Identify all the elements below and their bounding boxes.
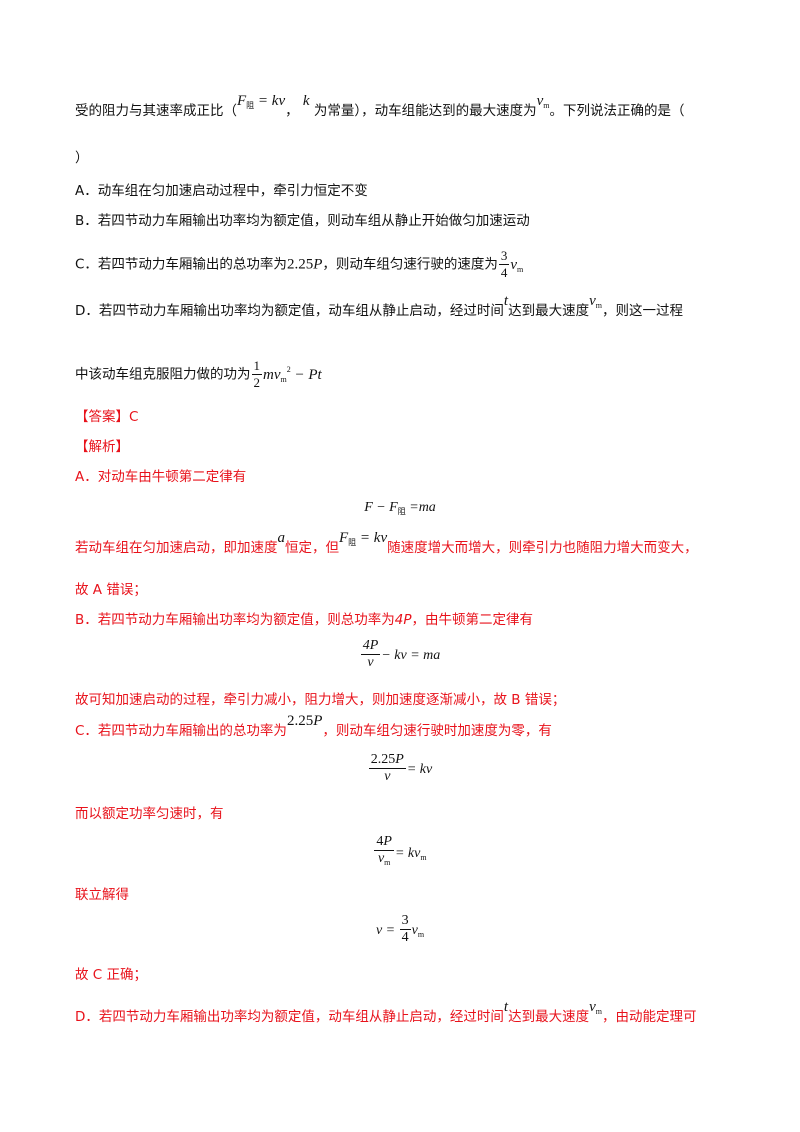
question-stem-line1: 受的阻力与其速率成正比（F阻 = kv， k 为常量），动车组能达到的最大速度为… — [75, 93, 685, 119]
formula-vm: vm — [589, 999, 602, 1016]
equation-newton-1: F − F阻 =ma — [364, 500, 436, 516]
formula-work: mvm2 − Pt — [263, 364, 322, 384]
formula-vm: vm — [589, 293, 602, 310]
question-stem-close: ） — [75, 150, 89, 166]
formula-2.25p: 2.25P — [286, 713, 323, 729]
analysis-d-intro: D．若四节动力车厢输出功率均为额定值，动车组从静止启动，经过时间t达到最大速度v… — [75, 999, 697, 1025]
analysis-label: 【解析】 — [75, 439, 129, 455]
analysis-b-intro: B．若四节动力车厢输出功率均为额定值，则总功率为4P，由牛顿第二定律有 — [75, 612, 533, 628]
option-a: A．动车组在匀加速启动过程中，牵引力恒定不变 — [75, 183, 368, 199]
formula-a: a — [277, 530, 286, 546]
analysis-c-conclusion: 故 C 正确； — [75, 967, 148, 983]
option-b: B．若四节动力车厢输出功率均为额定值，则动车组从静止开始做匀加速运动 — [75, 213, 530, 229]
analysis-b-conclusion: 故可知加速启动的过程，牵引力减小，阻力增大，则加速度逐渐减小，故 B 错误； — [75, 692, 566, 708]
analysis-a-conclusion: 故 A 错误； — [75, 582, 147, 598]
formula-vm: vm — [536, 93, 550, 110]
analysis-a-intro: A．对动车由牛顿第二定律有 — [75, 469, 247, 485]
formula-t: t — [503, 999, 509, 1015]
formula-k: k — [302, 93, 310, 109]
analysis-c-intro: C．若四节动力车厢输出的总功率为2.25P，则动车组匀速行驶时加速度为零，有 — [75, 713, 552, 739]
formula-f-resistance: F阻 = kv — [339, 530, 388, 547]
formula-vm: vm — [510, 256, 524, 274]
answer-line: 【答案】C — [75, 409, 139, 425]
analysis-c-text2: 而以额定功率匀速时，有 — [75, 806, 224, 822]
option-d: D．若四节动力车厢输出功率均为额定值，动车组从静止启动，经过时间t达到最大速度v… — [75, 293, 683, 319]
formula-f-resistance: F阻 = kv — [237, 93, 286, 110]
formula-t: t — [503, 293, 509, 309]
analysis-c-text3: 联立解得 — [75, 887, 129, 903]
formula-2.25p: 2.25P — [286, 256, 323, 273]
analysis-a-text: 若动车组在匀加速启动，即加速度a恒定，但F阻 = kv随速度增大而增大，则牵引力… — [75, 530, 698, 556]
